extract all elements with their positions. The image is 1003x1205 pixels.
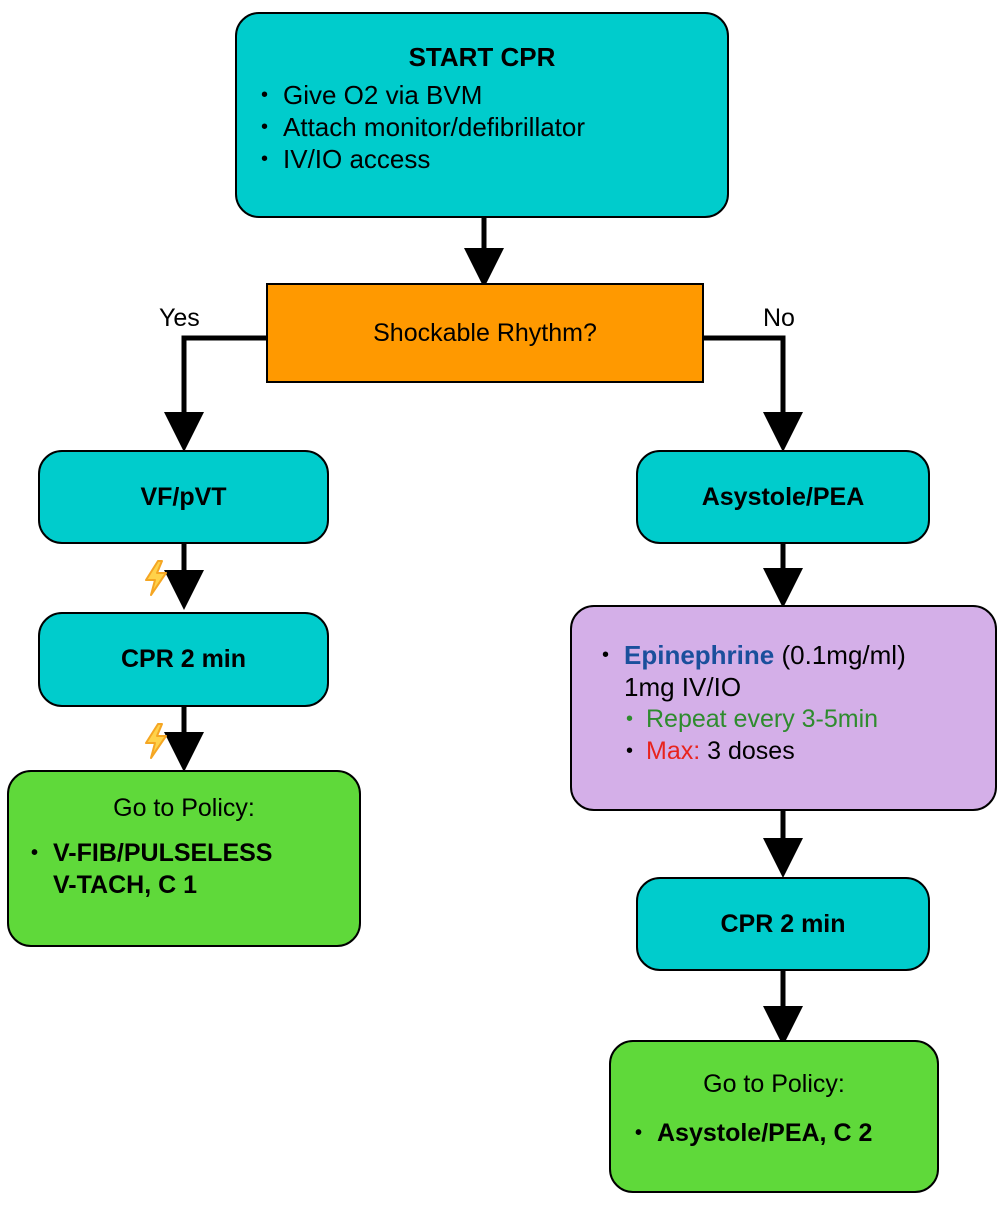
list-item: Give O2 via BVM [259,79,727,111]
drug-dose: 1mg IV/IO [624,672,742,702]
list-item: V-FIB/PULSELESS V-TACH, C 1 [29,837,359,901]
vf-pvt-box: VF/pVT [38,450,329,544]
epinephrine-box: Epinephrine (0.1mg/ml) 1mg IV/IO Repeat … [570,605,997,811]
policy-left-box: Go to Policy: V-FIB/PULSELESS V-TACH, C … [7,770,361,947]
lightning-bolt-icon [145,560,167,596]
list-item: Epinephrine (0.1mg/ml) 1mg IV/IO Repeat … [600,639,995,767]
decision-question: Shockable Rhythm? [373,318,597,347]
epinephrine-list: Epinephrine (0.1mg/ml) 1mg IV/IO Repeat … [600,639,995,767]
cpr-2min-left-label: CPR 2 min [120,645,247,673]
max-value: 3 doses [707,737,795,765]
epinephrine-sublist: Repeat every 3-5min Max: 3 doses [624,703,995,767]
list-item: Attach monitor/defibrillator [259,111,727,143]
list-item: Repeat every 3-5min [624,703,995,735]
decision-box: Shockable Rhythm? [266,283,704,383]
policy-right-list: Asystole/PEA, C 2 [633,1117,937,1149]
arrow-decision-yes [164,335,268,452]
max-label: Max: [646,737,701,765]
cpr-2min-right-box: CPR 2 min [636,877,930,971]
list-item: Max: 3 doses [624,735,995,767]
start-cpr-title: START CPR [408,42,556,72]
asystole-pea-box: Asystole/PEA [636,450,930,544]
cpr-2min-right-label: CPR 2 min [720,909,846,938]
start-cpr-bullets: Give O2 via BVM Attach monitor/defibrill… [259,79,727,175]
drug-concentration: (0.1mg/ml) [781,640,906,670]
no-label: No [763,304,795,332]
list-item: Asystole/PEA, C 2 [633,1117,937,1149]
policy-left-list: V-FIB/PULSELESS V-TACH, C 1 [29,837,359,901]
yes-label: Yes [159,304,200,332]
vf-pvt-label: VF/pVT [140,482,227,511]
lightning-bolt-icon [145,723,167,759]
policy-right-box: Go to Policy: Asystole/PEA, C 2 [609,1040,939,1193]
drug-name: Epinephrine [624,640,775,670]
asystole-pea-label: Asystole/PEA [701,482,865,511]
arrow-decision-no [702,335,803,452]
cpr-2min-left-box: CPR 2 min [38,612,329,707]
list-item: IV/IO access [259,143,727,175]
policy-right-heading: Go to Policy: [703,1070,845,1098]
policy-left-heading: Go to Policy: [113,794,255,822]
start-cpr-box: START CPR Give O2 via BVM Attach monitor… [235,12,729,218]
